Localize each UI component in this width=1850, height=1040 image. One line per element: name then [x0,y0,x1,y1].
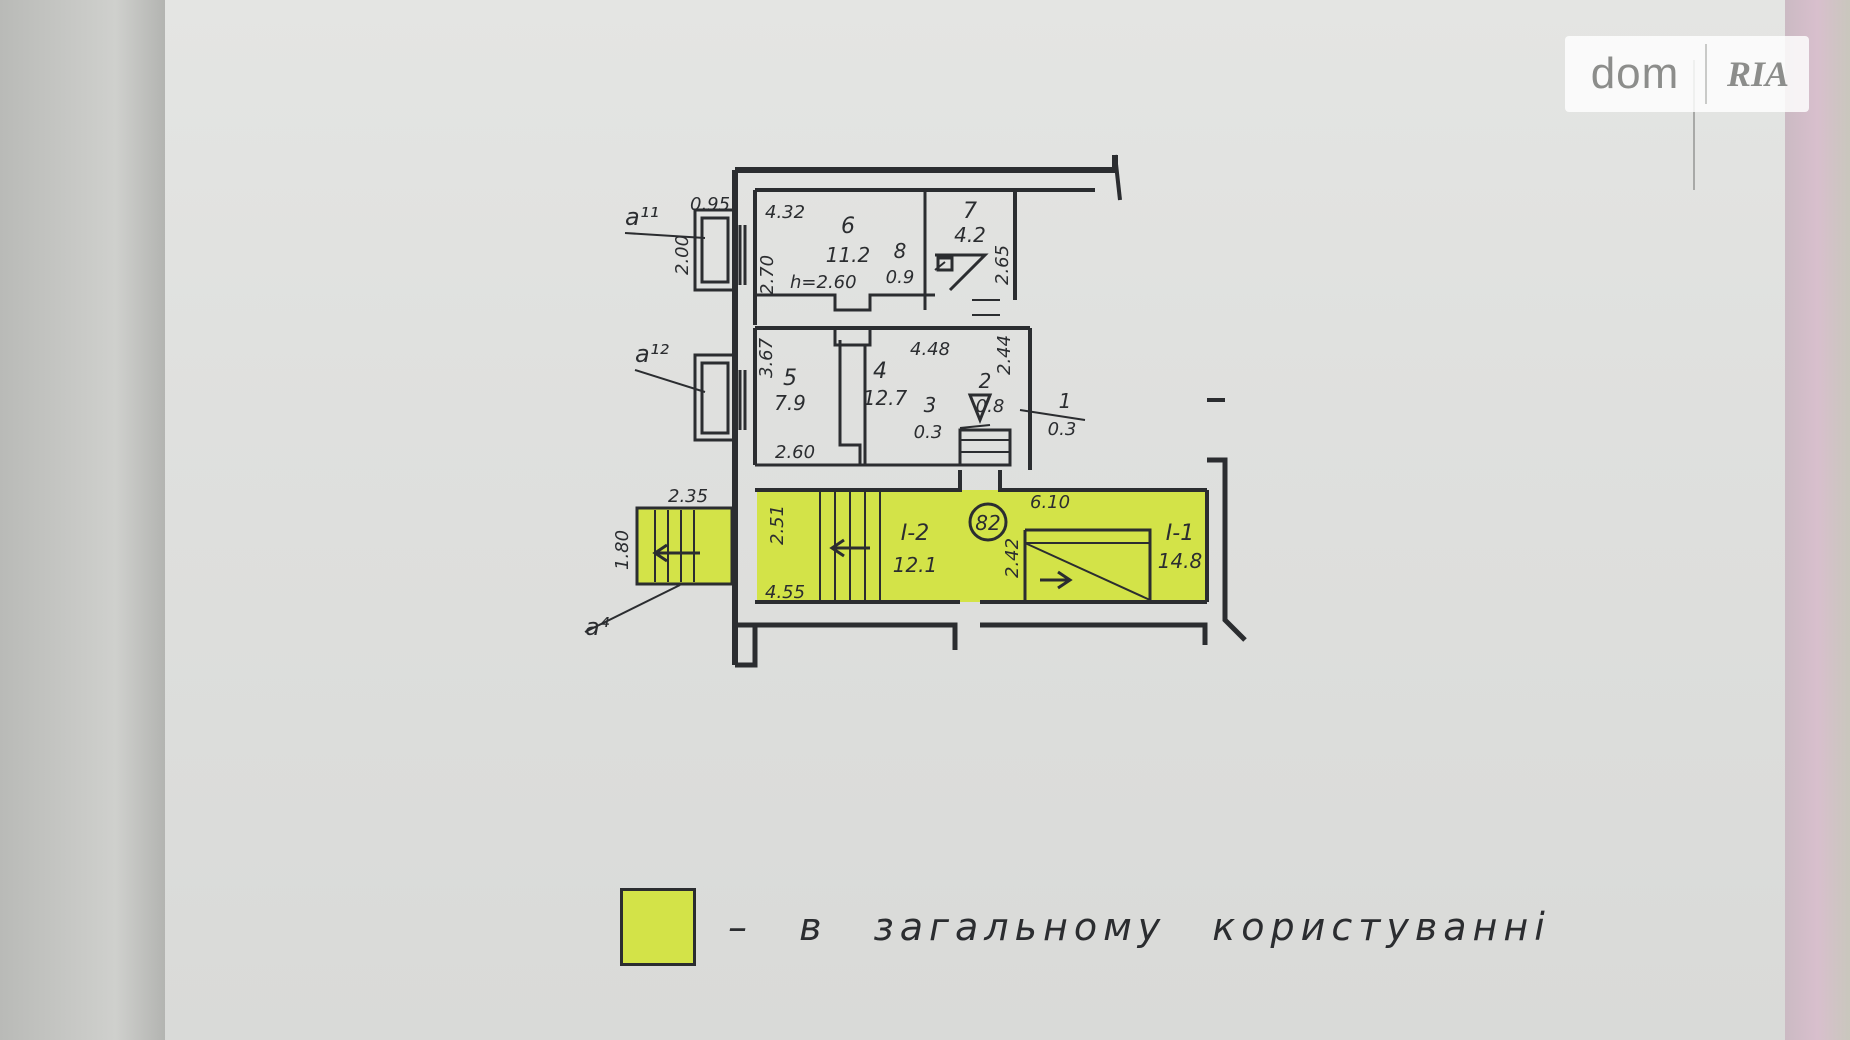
balcony-a11 [693,208,737,292]
room-7-area: 4.2 [954,223,986,247]
balcony-a11-label: a¹¹ [625,203,659,231]
balcony-a12-label: a¹² [635,340,669,368]
arrow-left-corridor [829,538,870,558]
legend: – в загальному користуванні [620,888,1551,966]
legend-text: – в загальному користуванні [728,905,1551,949]
watermark-ria: RIA [1726,54,1790,94]
room-6-area: 11.2 [826,243,871,267]
dim-2-70: 2.70 [757,255,778,295]
room-1-area: 0.3 [1048,419,1077,440]
room-2-number: 2 [979,369,992,393]
balcony-a12 [693,353,737,442]
circle-mark-label: 82 [975,511,1000,535]
toilet-fixture [935,253,993,425]
room-3-area: 0.3 [914,422,943,443]
room-i1-area: 14.8 [1158,549,1203,573]
direction-arrows [652,538,1073,590]
background-right-edge [1785,0,1850,1040]
room-i1-number: I-1 [1166,521,1194,546]
room-1-number: 1 [1059,389,1072,413]
arrow-right-stair [1040,570,1073,590]
dim-2-42: 2.42 [1002,538,1023,578]
entrance-stair-highlight [637,508,732,584]
dim-6-10: 6.10 [1030,492,1070,513]
room-8-area: 0.9 [886,267,915,288]
balconies [693,208,747,442]
dim-3-67: 3.67 [756,337,777,378]
watermark-separator [1705,44,1707,104]
dim-4-48: 4.48 [910,339,950,360]
room-i2-area: 12.1 [893,553,938,577]
room-i2-number: I-2 [901,521,929,546]
legend-swatch [620,888,696,966]
entrance-label: a⁴ [585,613,610,641]
room-6-number: 6 [841,214,855,239]
circle-mark [968,502,1008,542]
room-4-area: 12.7 [863,386,908,410]
book-left-edge [0,0,165,1040]
room-5-number: 5 [783,366,797,391]
balcony-a11-dim-height: 2.00 [672,235,693,275]
corridor-highlight [757,490,1207,602]
margin-line [1693,60,1695,190]
dim-2-44: 2.44 [994,335,1015,375]
dim-2-65: 2.65 [992,245,1013,285]
dim-2-60: 2.60 [775,442,815,463]
watermark-dom: dom [1590,49,1680,98]
room-7-number: 7 [963,199,977,224]
stair-treads [654,299,1010,600]
room-4-number: 4 [873,359,887,384]
balcony-a11-dim-width: 0.95 [690,194,730,215]
dim-4-55: 4.55 [765,582,805,603]
leader-lines [584,232,1086,633]
domria-watermark: dom RIA [1565,36,1809,112]
dim-h-2-60: h=2.60 [790,272,857,293]
arrow-left-entrance [652,543,700,563]
room-8-number: 8 [894,239,907,263]
dim-4-32: 4.32 [765,202,805,223]
entrance-dim-height: 1.80 [612,530,633,570]
plan-labels: a¹¹ 0.95 2.00 a¹² 2.35 1.80 a⁴ 6 11.2 7 … [585,194,1202,641]
shared-areas [637,490,1207,602]
entrance-dim-width: 2.35 [668,486,708,507]
room-5-area: 7.9 [774,391,806,415]
room-3-number: 3 [924,393,937,417]
dim-2-51: 2.51 [767,505,788,545]
room-2-area: 0.8 [976,396,1005,417]
